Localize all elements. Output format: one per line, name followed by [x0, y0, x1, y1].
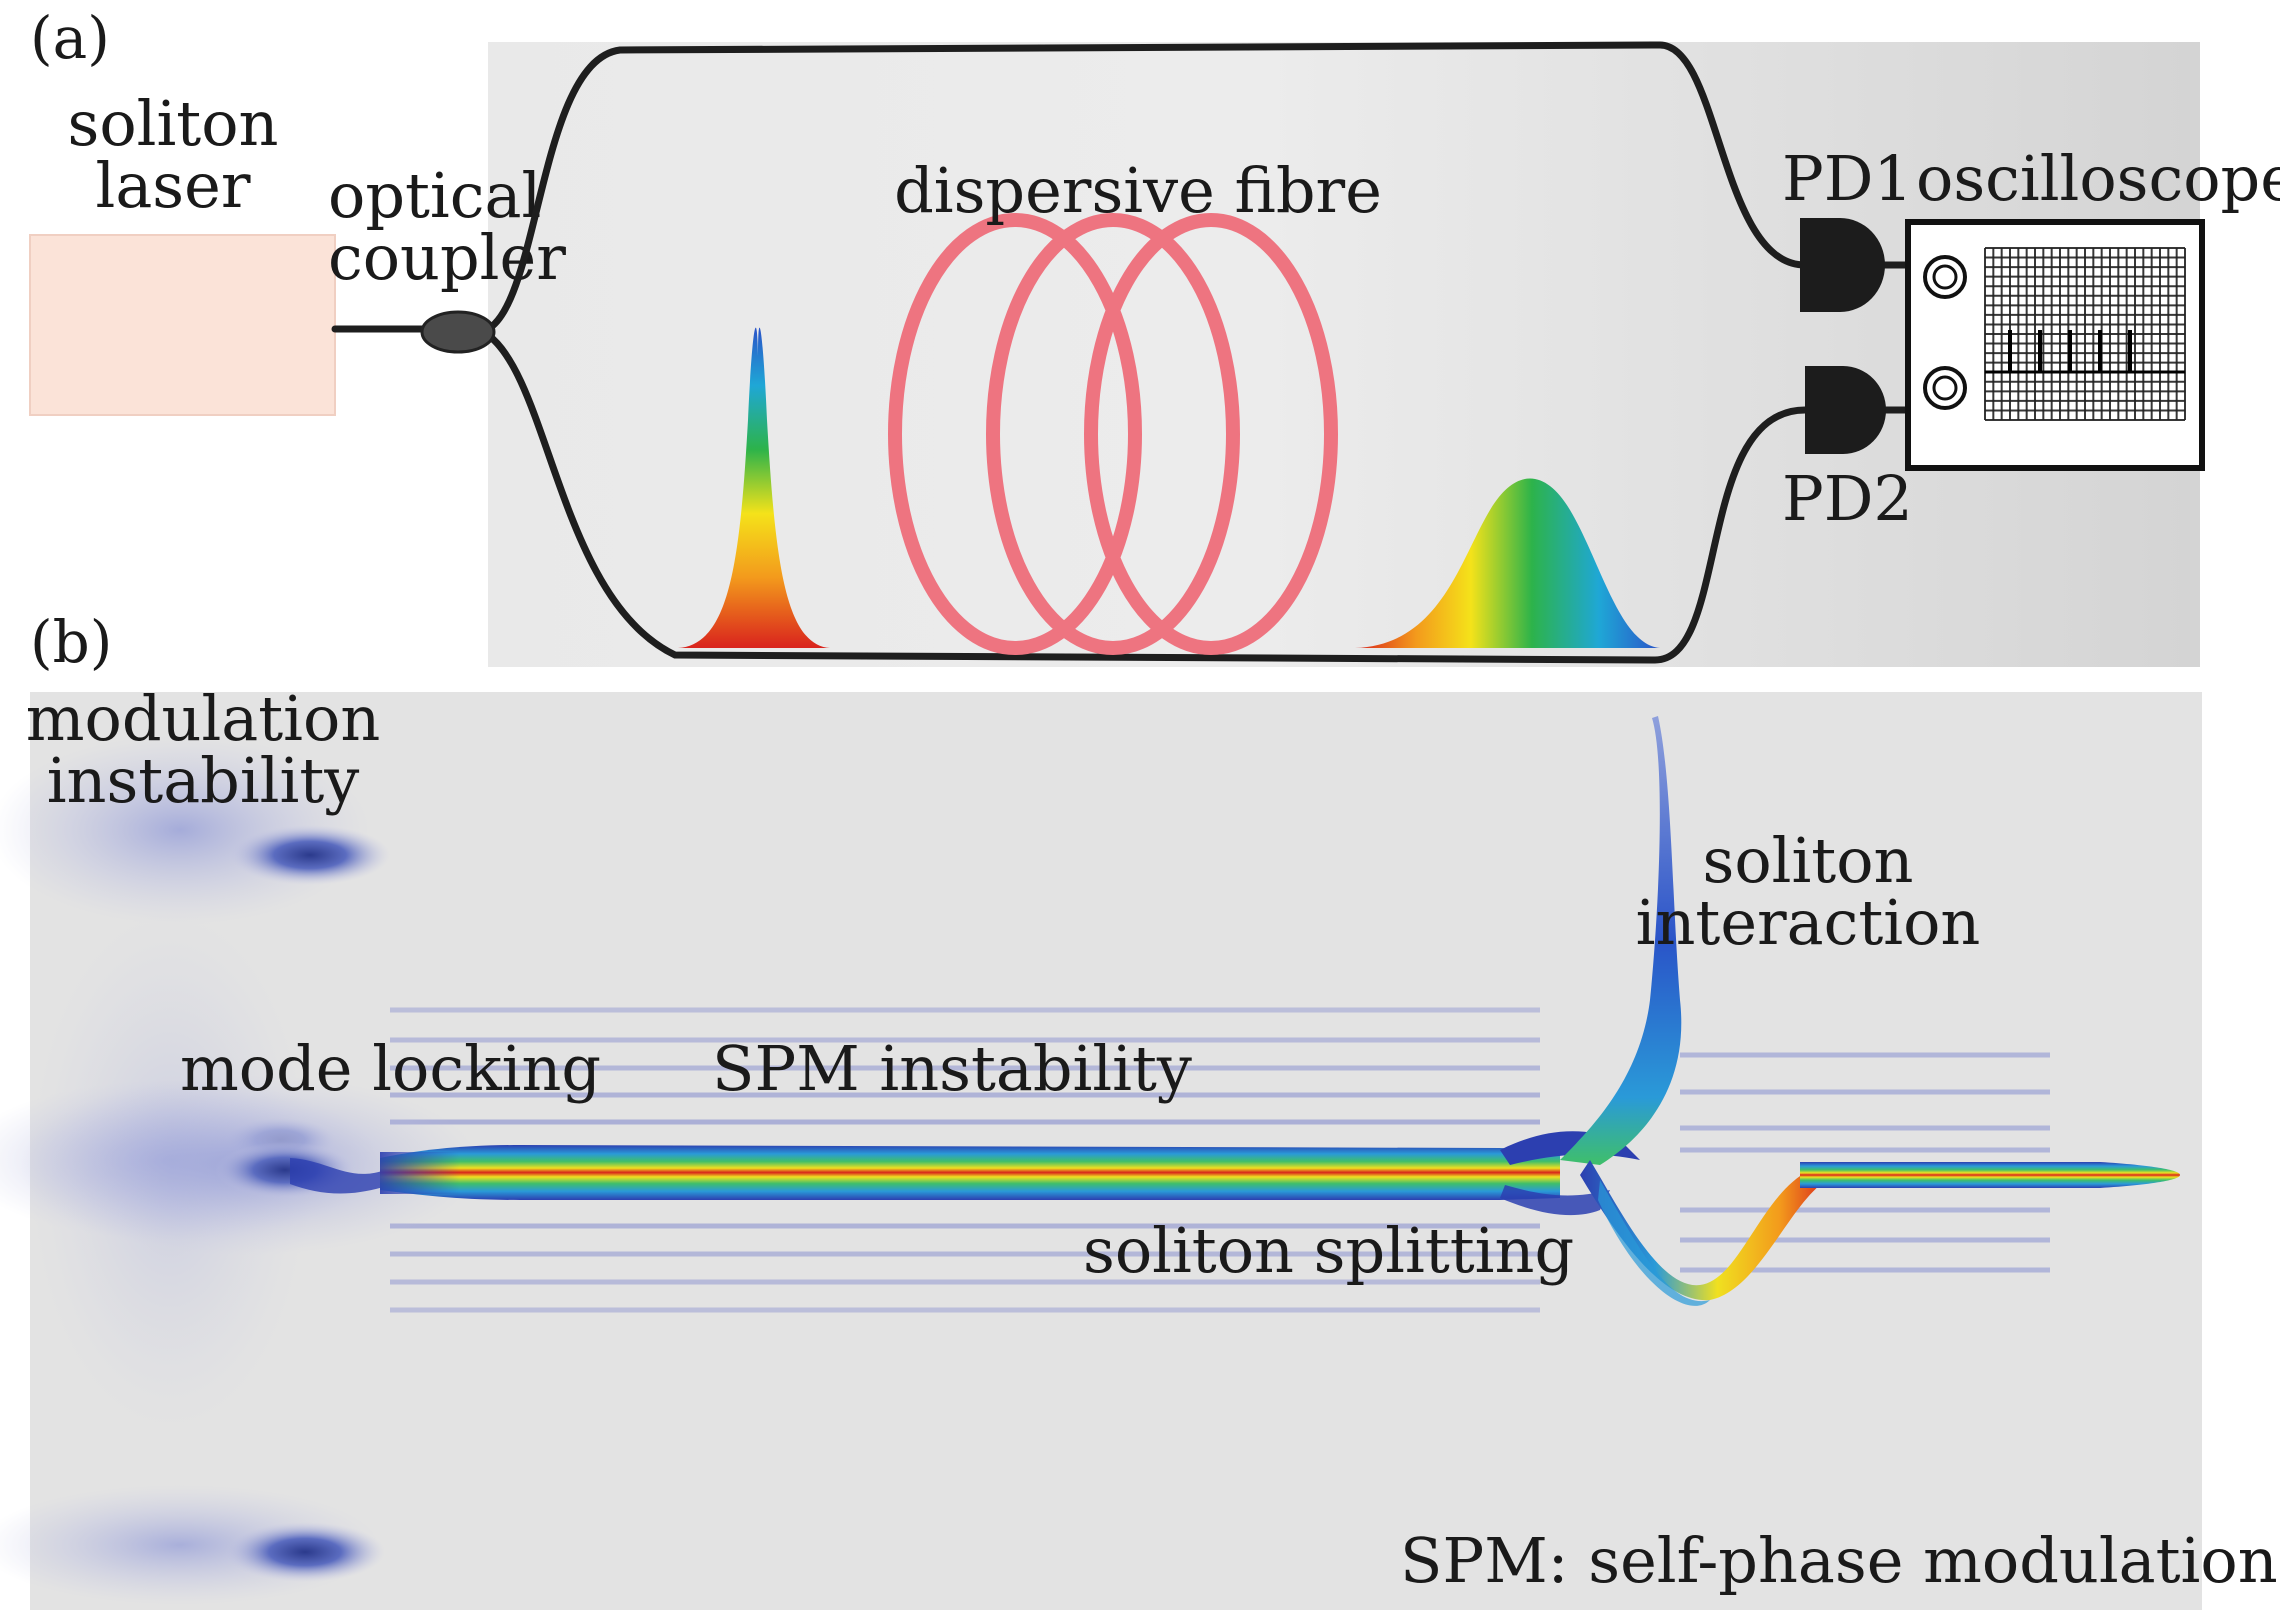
panel-b-label: (b)	[30, 608, 112, 676]
spm-instability-label: SPM instability	[712, 1032, 1192, 1105]
beam-entry-fade	[380, 1152, 460, 1194]
pd2-detector	[1805, 366, 1886, 454]
dispersive-fibre-label: dispersive fibre	[894, 154, 1382, 227]
panel-b: (b) modulati	[0, 608, 2278, 1610]
oscilloscope-label: oscilloscope	[1916, 142, 2280, 215]
soliton-splitting-label: soliton splitting	[1083, 1214, 1574, 1287]
panel-a-label: (a)	[30, 4, 110, 72]
pd2-label: PD2	[1782, 462, 1913, 535]
soliton-laser-box	[29, 234, 336, 416]
fibre-coil	[888, 213, 1338, 655]
input-pulse	[678, 327, 830, 648]
oscilloscope-screen	[1984, 247, 2186, 421]
swoop-shadow	[1598, 1180, 1710, 1306]
soliton-beam	[380, 1145, 1560, 1200]
output-pulse	[1355, 478, 1660, 648]
pd1-label: PD1	[1782, 142, 1913, 215]
pd1-detector	[1800, 218, 1885, 312]
output-soliton	[1800, 1162, 2180, 1188]
spm-ripples	[390, 1007, 1540, 1313]
oscilloscope	[1905, 219, 2205, 471]
soliton-interaction-spike	[1560, 716, 1682, 1165]
optical-coupler	[420, 310, 496, 354]
mode-locking-label: mode locking	[180, 1032, 601, 1105]
splitting-lower-branch	[1500, 1185, 1610, 1216]
spm-note-label: SPM: self-phase modulation	[1400, 1524, 2278, 1597]
mode-locking-tail	[290, 1158, 390, 1194]
